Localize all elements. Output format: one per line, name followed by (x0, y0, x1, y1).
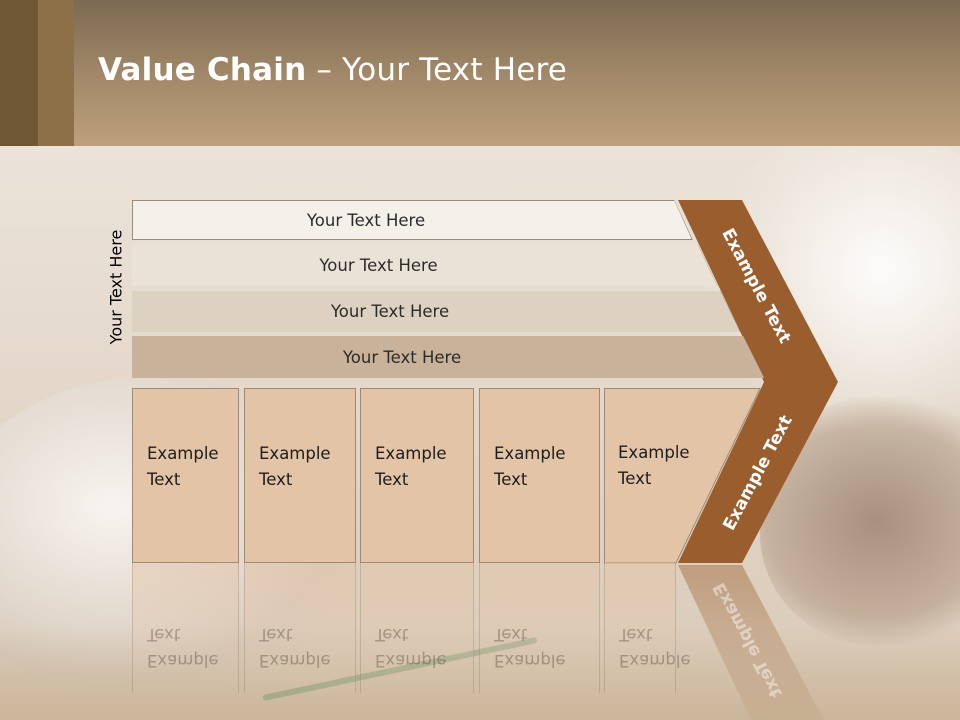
primary-box-2: Example Text (244, 388, 356, 563)
box-reflection: Example Text (604, 563, 691, 693)
activity-row-1: Your Text Here (132, 200, 692, 240)
box-reflection-label: Example Text (619, 625, 691, 670)
box-label: Example Text (259, 444, 331, 489)
row-label: Your Text Here (342, 347, 462, 367)
header-stripe (38, 0, 74, 146)
box-reflection-label: Example Text (147, 625, 219, 670)
box-reflection: Example Text (132, 563, 239, 693)
box-label: Example Text (375, 444, 447, 489)
primary-box-4: Example Text (479, 388, 600, 563)
activity-row-3: Your Text Here (132, 291, 740, 332)
row-label: Your Text Here (330, 302, 450, 321)
chevron-arrow (678, 200, 838, 563)
box-reflection: Example Text (360, 563, 474, 693)
slide-title: Value Chain – Your Text Here (98, 52, 567, 88)
box-5-shape (604, 388, 761, 564)
primary-box-3: Example Text (360, 388, 474, 563)
primary-box-5: Example Text (604, 388, 690, 563)
title-rest: – Your Text Here (306, 52, 568, 88)
row-label: Your Text Here (306, 210, 426, 230)
box-reflection: Example Text (479, 563, 600, 693)
title-bold: Value Chain (98, 52, 307, 88)
activity-row-4: Your Text Here (132, 336, 764, 378)
header-stripe (0, 0, 38, 146)
activity-row-2: Your Text Here (132, 245, 717, 286)
box-label: Example Text (147, 444, 219, 489)
chevron-reflection (678, 565, 824, 720)
box-reflection-label: Example Text (259, 625, 331, 670)
box-label: Example Text (618, 443, 690, 488)
box-label: Example Text (494, 444, 566, 489)
row-label: Your Text Here (319, 256, 438, 275)
box-reflection-label: Example Text (375, 625, 447, 670)
box-reflection: Example Text (244, 563, 356, 693)
slide-header: Value Chain – Your Text Here (0, 0, 960, 146)
primary-box-1: Example Text (132, 388, 239, 563)
box-reflection-label: Example Text (494, 625, 566, 670)
